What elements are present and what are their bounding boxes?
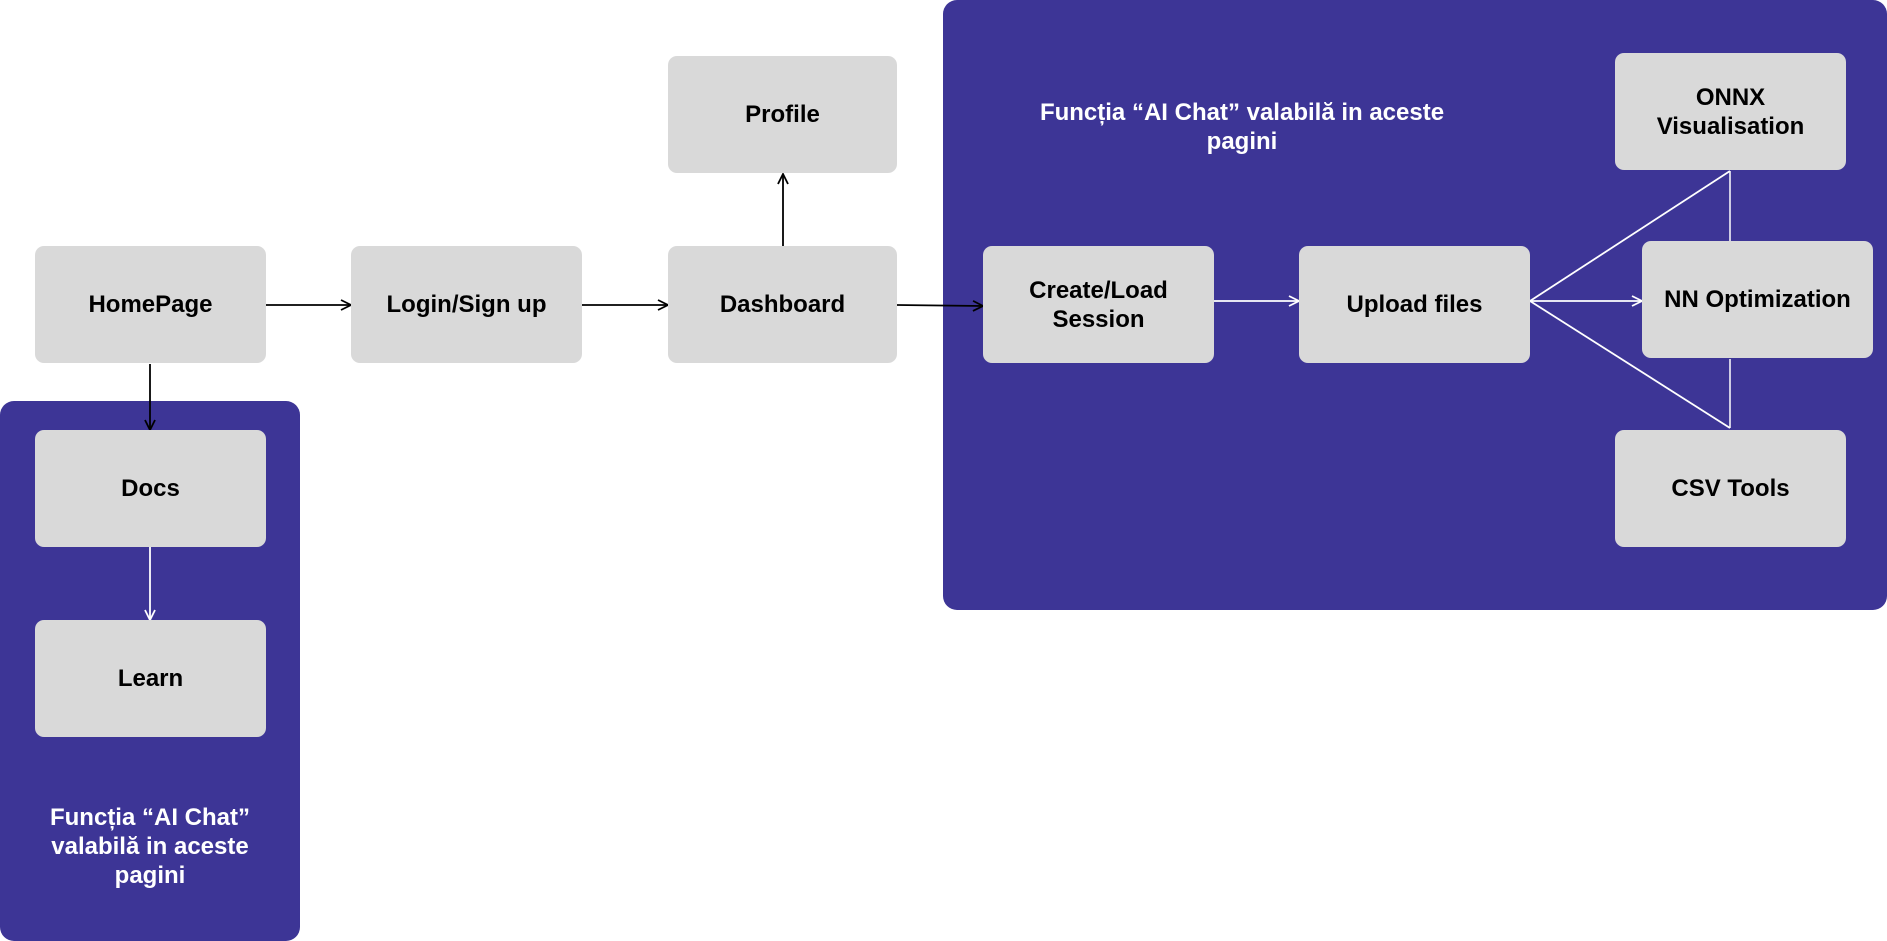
- node-nn-optimization: NN Optimization: [1642, 241, 1873, 358]
- node-profile: Profile: [668, 56, 897, 173]
- node-dashboard: Dashboard: [668, 246, 897, 363]
- node-onnx-visualisation: ONNX Visualisation: [1615, 53, 1846, 170]
- node-csv-tools: CSV Tools: [1615, 430, 1846, 547]
- node-homepage: HomePage: [35, 246, 266, 363]
- node-create-load-session: Create/Load Session: [983, 246, 1214, 363]
- node-login: Login/Sign up: [351, 246, 582, 363]
- ai-chat-note-right: Funcția “AI Chat” valabilă in aceste pag…: [1039, 99, 1445, 155]
- ai-chat-note-left: Funcția “AI Chat” valabilă in aceste pag…: [49, 804, 250, 889]
- node-docs: Docs: [35, 430, 266, 547]
- node-learn: Learn: [35, 620, 266, 737]
- node-upload-files: Upload files: [1299, 246, 1530, 363]
